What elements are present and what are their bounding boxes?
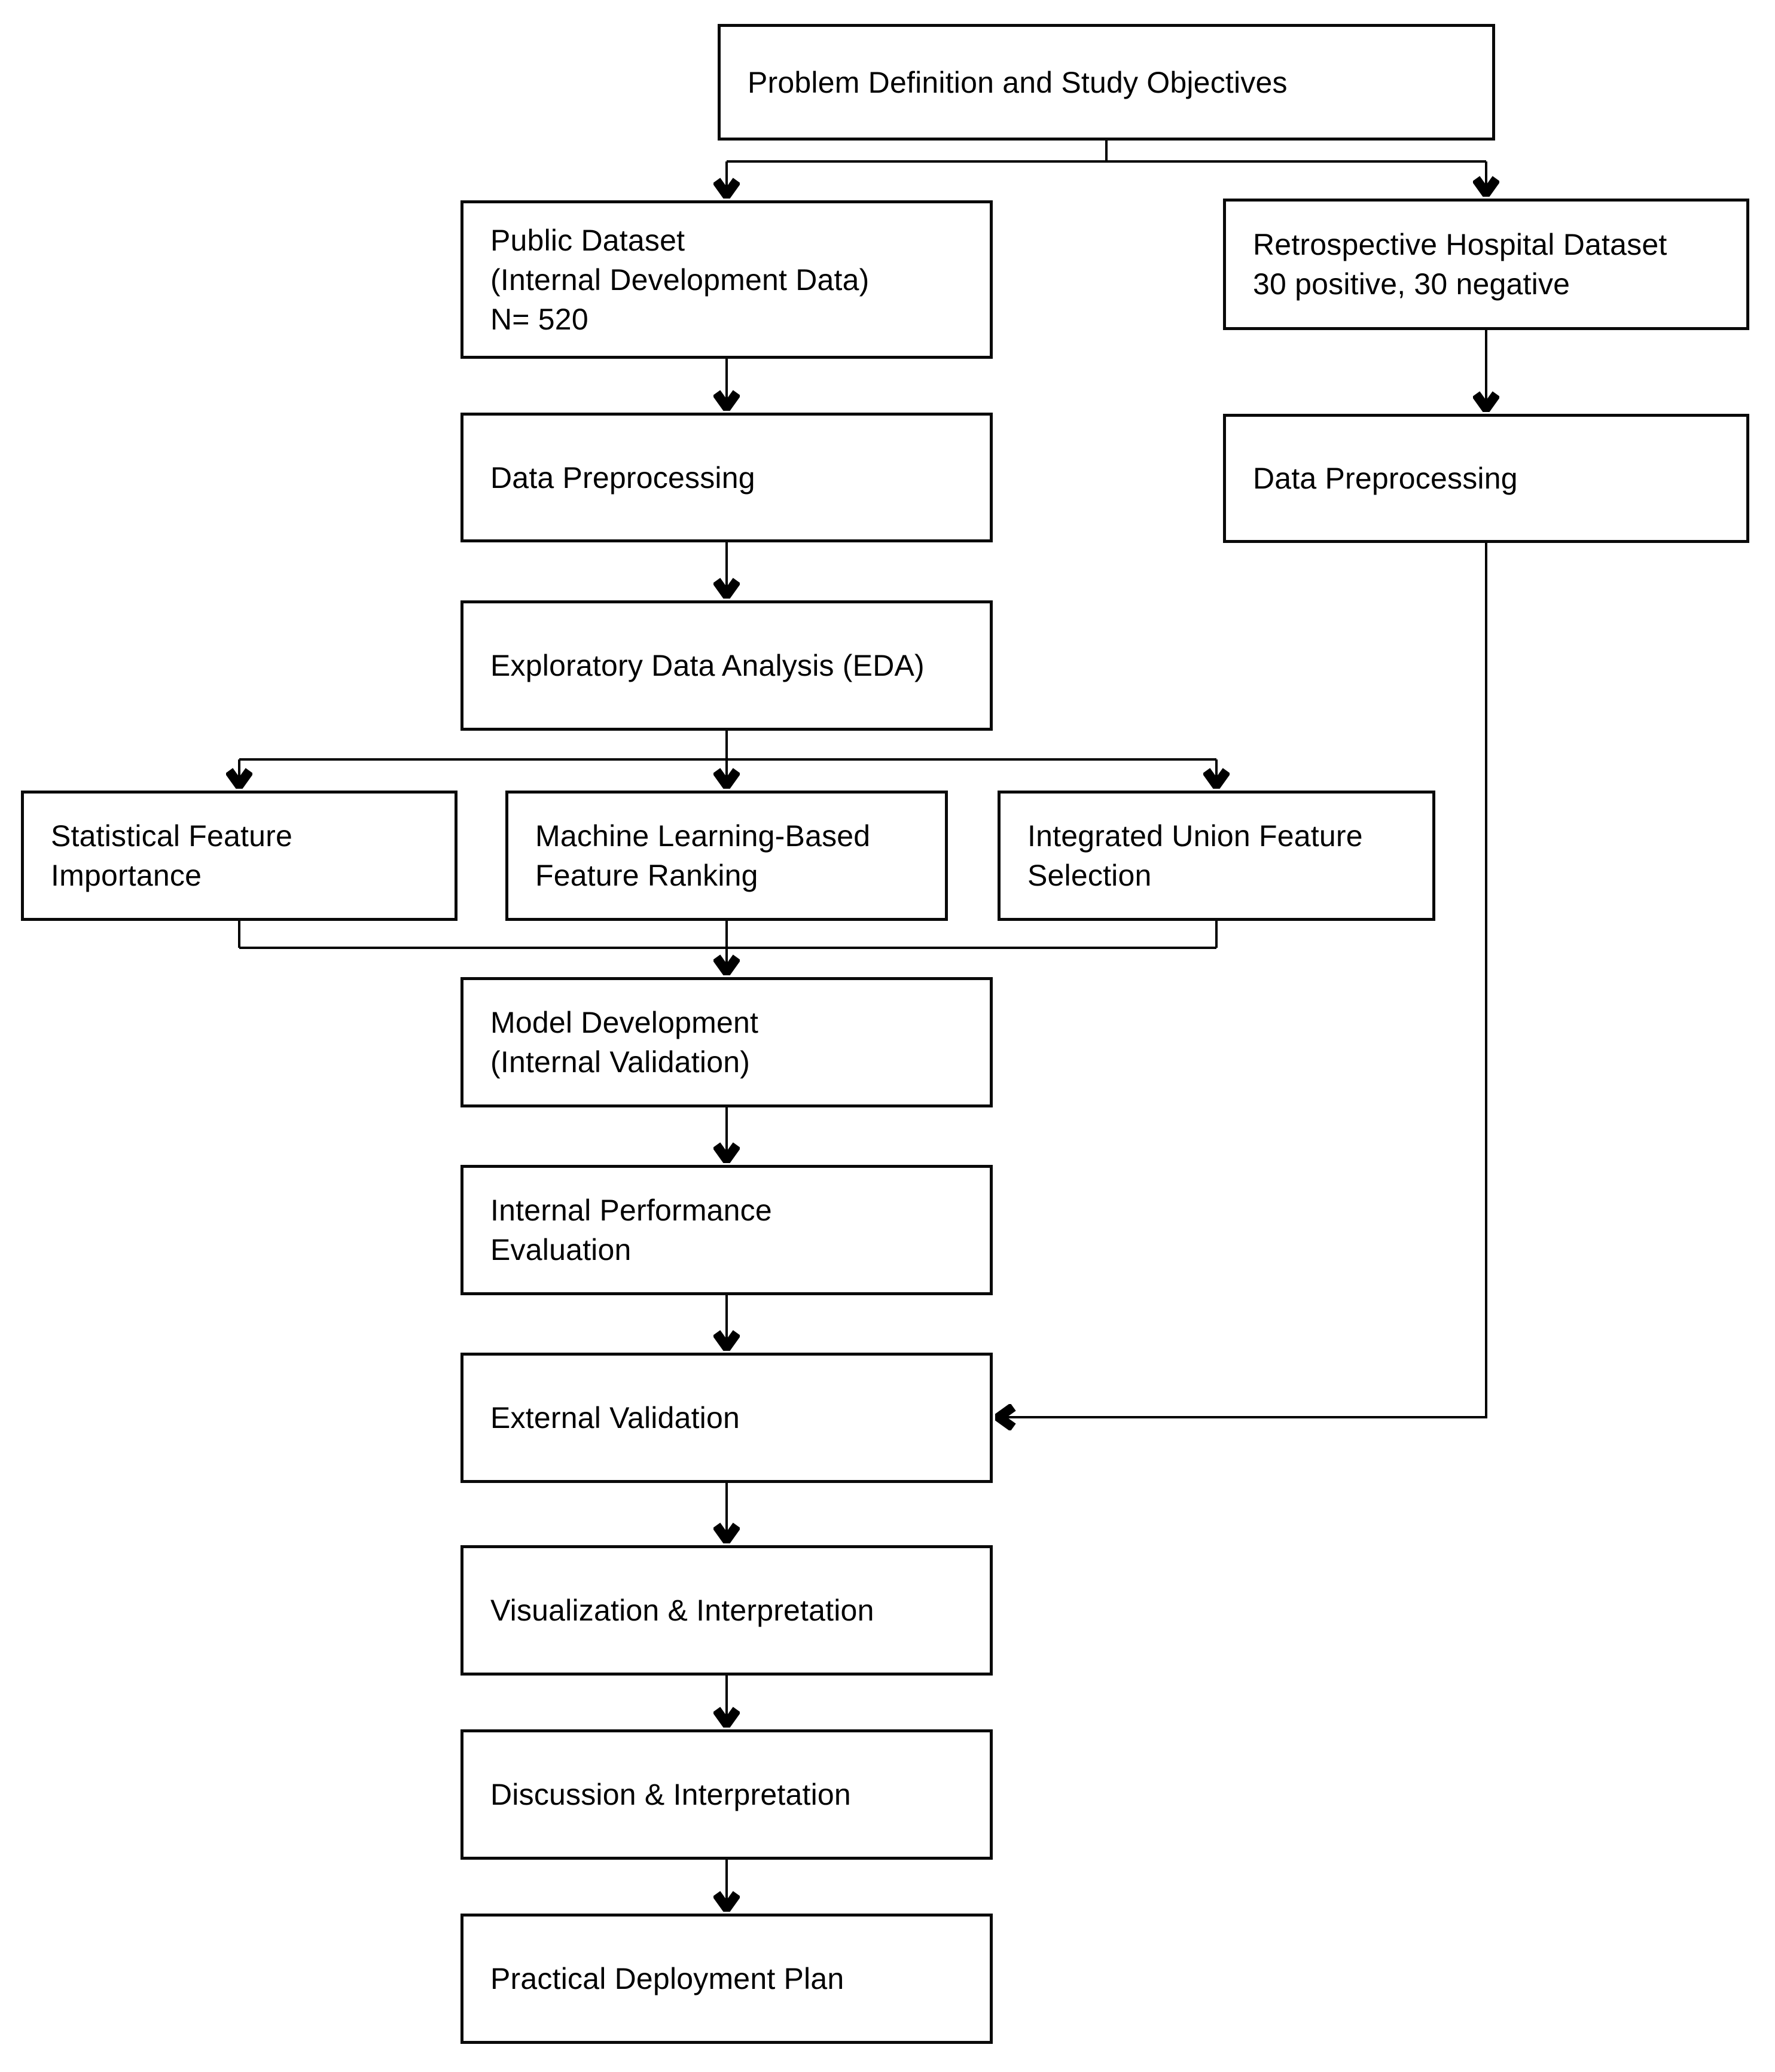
node-practical-deployment-plan: Practical Deployment Plan bbox=[460, 1914, 993, 2044]
node-external-validation-label: External Validation bbox=[490, 1401, 740, 1435]
node-ml-feature-ranking-label: Machine Learning-Based Feature Ranking bbox=[535, 819, 871, 892]
node-visualization-interpretation-label: Visualization & Interpretation bbox=[490, 1594, 874, 1627]
node-data-preprocessing-left-label: Data Preprocessing bbox=[490, 460, 755, 495]
node-external-validation: External Validation bbox=[460, 1353, 993, 1483]
node-model-development: Model Development (Internal Validation) bbox=[460, 977, 993, 1107]
node-visualization-interpretation: Visualization & Interpretation bbox=[460, 1545, 993, 1676]
node-exploratory-data-analysis-label: Exploratory Data Analysis (EDA) bbox=[490, 649, 925, 682]
node-model-development-label: Model Development (Internal Validation) bbox=[490, 1006, 759, 1079]
node-integrated-union-feature-selection: Integrated Union Feature Selection bbox=[998, 791, 1435, 921]
node-internal-performance-evaluation: Internal Performance Evaluation bbox=[460, 1165, 993, 1295]
node-problem-definition-label: Problem Definition and Study Objectives bbox=[748, 65, 1288, 99]
node-exploratory-data-analysis: Exploratory Data Analysis (EDA) bbox=[460, 600, 993, 731]
node-public-dataset-label: Public Dataset (Internal Development Dat… bbox=[490, 223, 870, 336]
node-discussion-interpretation: Discussion & Interpretation bbox=[460, 1729, 993, 1860]
node-data-preprocessing-right-label: Data Preprocessing bbox=[1253, 462, 1518, 495]
node-data-preprocessing-left: Data Preprocessing bbox=[460, 413, 993, 542]
node-integrated-union-feature-selection-label: Integrated Union Feature Selection bbox=[1027, 819, 1363, 892]
node-ml-feature-ranking: Machine Learning-Based Feature Ranking bbox=[505, 791, 948, 921]
node-discussion-interpretation-label: Discussion & Interpretation bbox=[490, 1778, 851, 1811]
node-statistical-feature-importance: Statistical Feature Importance bbox=[21, 791, 458, 921]
node-problem-definition: Problem Definition and Study Objectives bbox=[718, 24, 1495, 141]
node-data-preprocessing-right: Data Preprocessing bbox=[1223, 414, 1749, 543]
node-public-dataset: Public Dataset (Internal Development Dat… bbox=[460, 200, 993, 359]
node-practical-deployment-plan-label: Practical Deployment Plan bbox=[490, 1962, 844, 1995]
node-statistical-feature-importance-label: Statistical Feature Importance bbox=[51, 819, 292, 892]
edge-preprocessing-right-to-external-validation bbox=[999, 543, 1487, 1417]
node-retrospective-hospital-dataset: Retrospective Hospital Dataset 30 positi… bbox=[1223, 199, 1749, 330]
node-internal-performance-evaluation-label: Internal Performance Evaluation bbox=[490, 1194, 772, 1267]
node-retrospective-hospital-dataset-label: Retrospective Hospital Dataset 30 positi… bbox=[1253, 228, 1667, 301]
